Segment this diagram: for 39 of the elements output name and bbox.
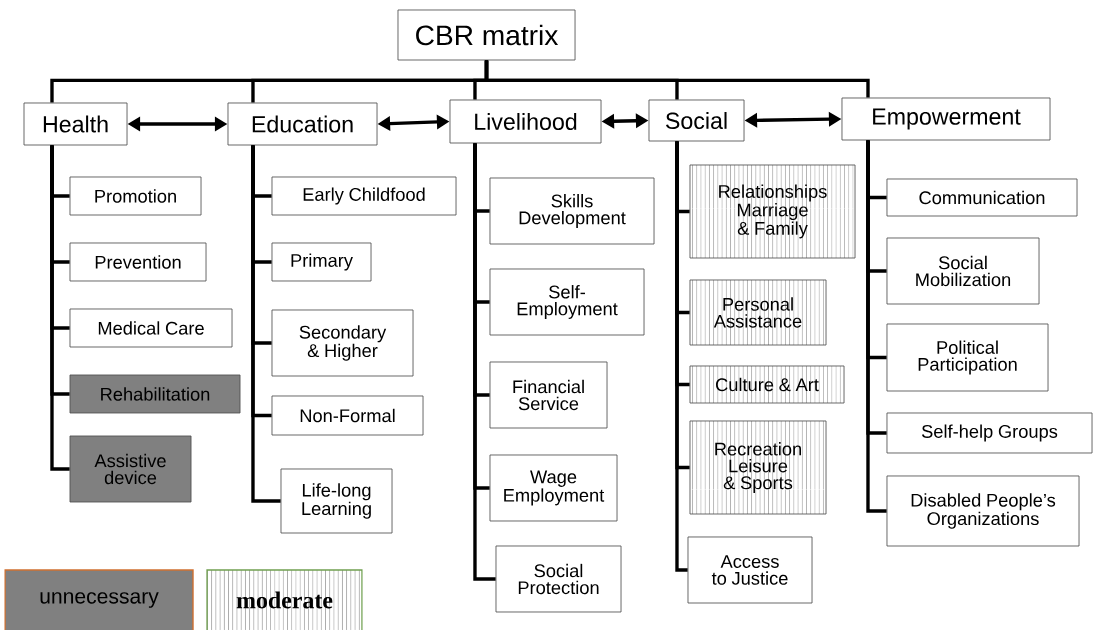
item-box: Recreation Leisure & Sports bbox=[689, 420, 827, 515]
item-box: Financial Service bbox=[489, 361, 608, 429]
item-box: Relationships Marriage & Family bbox=[689, 164, 856, 259]
tree-connector bbox=[484, 60, 870, 98]
item-box: Disabled People’s Organizations bbox=[886, 475, 1080, 547]
legend-label: unnecessary bbox=[40, 592, 159, 608]
item-box: Life-long Learning bbox=[280, 468, 393, 534]
category-box: Empowerment bbox=[841, 97, 1051, 141]
item-box: Non-Formal bbox=[271, 395, 424, 436]
item-box: Prevention bbox=[69, 242, 207, 282]
tree-connector bbox=[50, 145, 70, 471]
item-box: Primary bbox=[271, 242, 372, 282]
item-box: Political Participation bbox=[886, 323, 1049, 392]
item-box: Self-help Groups bbox=[886, 412, 1093, 454]
item-box: Medical Care bbox=[69, 308, 233, 348]
item-box: Communication bbox=[886, 178, 1078, 217]
legend-label: moderate bbox=[236, 591, 333, 609]
tree-connector bbox=[675, 141, 688, 572]
item-box: Culture & Art bbox=[689, 365, 845, 404]
item-box: Promotion bbox=[69, 176, 202, 216]
tree-connector bbox=[473, 143, 496, 581]
root-box: CBR matrix bbox=[397, 9, 576, 61]
tree-connector bbox=[866, 140, 887, 513]
item-box: Assistive device bbox=[69, 435, 192, 503]
category-box: Health bbox=[23, 102, 128, 146]
item-box: Wage Employment bbox=[489, 454, 618, 522]
category-box: Livelihood bbox=[449, 99, 602, 144]
item-box: Social Protection bbox=[495, 545, 622, 613]
category-box: Education bbox=[227, 102, 378, 146]
item-box: Social Mobilization bbox=[886, 237, 1040, 305]
item-box: Secondary & Higher bbox=[271, 309, 414, 377]
item-box: Self-Employment bbox=[489, 268, 645, 336]
category-box: Social bbox=[648, 99, 745, 142]
item-box: Rehabilitation bbox=[69, 374, 241, 414]
item-box: Early Childfood bbox=[271, 176, 457, 216]
tree-connector bbox=[251, 145, 281, 503]
item-box: Skills Development bbox=[489, 177, 655, 245]
item-box: Access to Justice bbox=[687, 536, 813, 604]
item-box: Personal Assistance bbox=[689, 279, 827, 346]
